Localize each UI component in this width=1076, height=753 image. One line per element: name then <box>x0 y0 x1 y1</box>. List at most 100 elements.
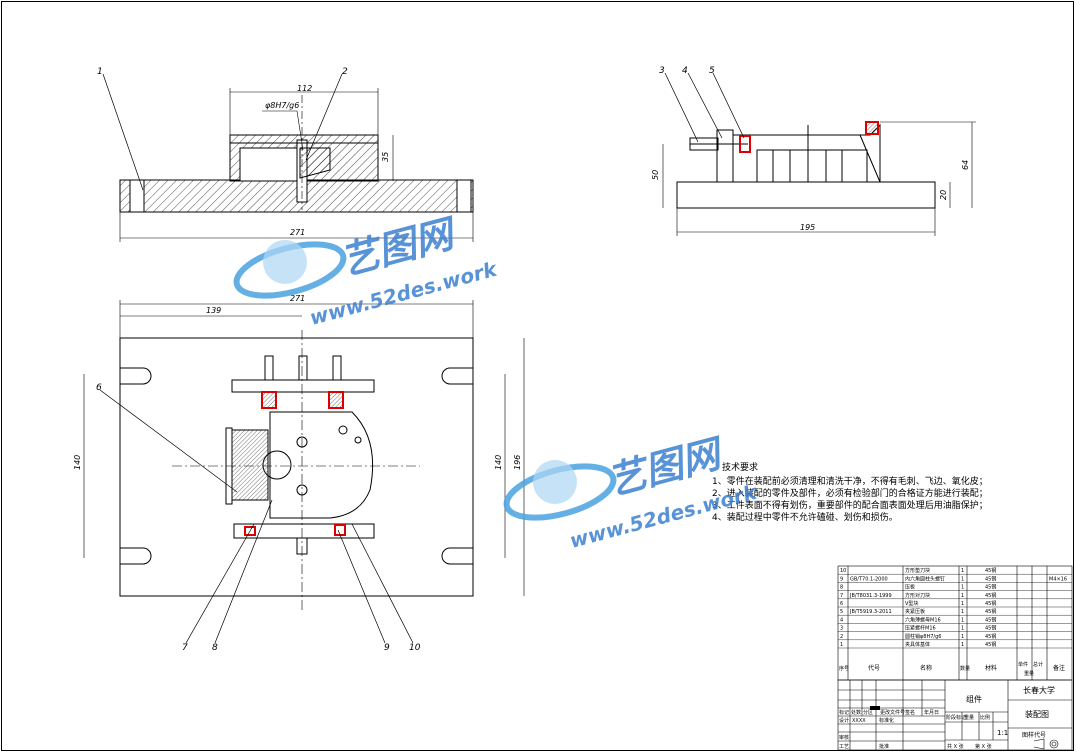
bom-cell-name: 内六角圆柱头螺钉 <box>905 575 945 582</box>
dim-64: 64 <box>961 160 970 170</box>
bom-cell-qty: 1 <box>961 576 964 582</box>
bom-cell-code: GB/T70.1-2000 <box>850 576 888 582</box>
bom-cell-qty: 1 <box>961 626 964 632</box>
dim-140-right: 140 <box>494 455 503 470</box>
bom-cell-qty: 1 <box>961 642 964 648</box>
dim-271-front: 271 <box>290 228 305 237</box>
balloon-8: 8 <box>212 643 218 653</box>
bom-cell-qty: 1 <box>961 593 964 599</box>
plan-base <box>119 337 474 597</box>
bom-cell-material: 45钢 <box>985 600 996 607</box>
bom-cell-no: 1 <box>840 642 843 648</box>
bom-cell-qty: 1 <box>961 617 964 623</box>
bom-cell-material: 45钢 <box>985 592 996 599</box>
dim-196: 196 <box>513 455 522 470</box>
bom-cell-qty: 1 <box>961 585 964 591</box>
tech-item-4: 4、装配过程中零件不允许磕碰、划伤和损伤。 <box>712 511 898 523</box>
bom-cell-material: 45钢 <box>985 641 996 648</box>
bom-cell-note: M4×16 <box>1049 576 1067 582</box>
left-slot <box>129 179 145 213</box>
balloon-2: 2 <box>342 67 348 77</box>
tb-sign: 签名 <box>905 709 915 716</box>
front-view <box>102 73 474 242</box>
bom-cell-no: 8 <box>840 585 843 591</box>
tb-standardize: 标准化 <box>879 717 894 724</box>
tb-drawing-no-label: 图样代号 <box>1022 731 1046 739</box>
bom-cell-name: 方形对刀块 <box>905 592 930 599</box>
tb-sheets-total: 共 X 张 <box>947 743 964 750</box>
tb-company: 长春大学 <box>1023 685 1055 695</box>
bom-cell-qty: 1 <box>961 568 964 574</box>
body-cavity <box>239 147 301 182</box>
tb-process: 工艺 <box>839 744 849 750</box>
tb-zone: 分区 <box>863 709 873 716</box>
tech-requirements: 技术要求 1、零件在装配前必须清理和清洗干净，不得有毛刺、飞边、氧化皮； 2、进… <box>712 461 988 523</box>
tech-item-2: 2、进入装配的零件及部件，必须有检验部门的合格证方能进行装配； <box>712 487 988 499</box>
bom-cell-material: 45钢 <box>985 633 996 640</box>
bom-cell-code: JB/T8031.3-1999 <box>849 593 892 599</box>
projection-symbol-icon <box>1033 738 1059 750</box>
bom-cell-no: 9 <box>840 576 843 582</box>
dim-20: 20 <box>939 190 948 200</box>
bom-header-weight: 重量 <box>1024 670 1034 677</box>
bom-header-name: 名称 <box>920 664 932 672</box>
balloon-1: 1 <box>97 67 103 77</box>
bom-cell-material: 45钢 <box>985 575 996 582</box>
dim-140-left: 140 <box>73 455 82 470</box>
bom-cell-qty: 1 <box>961 634 964 640</box>
balloon-5: 5 <box>709 66 715 76</box>
bom-cell-no: 6 <box>840 601 843 607</box>
tb-count: 处数 <box>851 709 861 716</box>
bom-cell-material: 45钢 <box>985 625 996 632</box>
tb-scale: 1:1 <box>997 729 1008 737</box>
bom-cell-name: 夹具体基体 <box>905 641 930 648</box>
dim-35: 35 <box>381 152 390 162</box>
bom-cell-name: 压紧螺杆M16 <box>905 625 936 632</box>
side-base <box>676 181 936 209</box>
tb-review: 审核 <box>839 734 849 741</box>
bom-cell-no: 4 <box>840 617 843 623</box>
tb-ratio: 比例 <box>980 714 990 721</box>
bom-header-no: 序号 <box>839 665 849 672</box>
balloon-4: 4 <box>682 66 688 76</box>
bom-header-unit: 单件 <box>1018 661 1028 668</box>
tb-date: 年月日 <box>924 709 939 716</box>
tb-mark: 标记 <box>839 709 849 716</box>
tb-approve: 批准 <box>879 743 889 750</box>
bom-header-code: 代号 <box>868 664 880 672</box>
tb-material-mark: 组件 <box>966 694 982 704</box>
tb-weight: 重量 <box>964 714 974 721</box>
bom-cell-name: 夹紧压板 <box>905 608 925 615</box>
bom-cell-name: 方形垫刀块 <box>905 567 930 574</box>
plan-view <box>83 300 525 644</box>
balloon-6: 6 <box>96 383 102 393</box>
tb-design-name: XXXX <box>852 718 866 724</box>
title-block <box>837 679 1073 751</box>
bom-cell-material: 45钢 <box>985 608 996 615</box>
bom-cell-qty: 1 <box>961 609 964 615</box>
bom-cell-no: 10 <box>840 568 846 574</box>
bom-cell-material: 45钢 <box>985 567 996 574</box>
tech-item-3: 3、工件表面不得有划伤，重要部件的配合面表面处理后用油脂保护； <box>712 499 988 511</box>
bom-header-note: 备注 <box>1053 664 1065 672</box>
dim-139: 139 <box>206 306 221 315</box>
bom-cell-no: 3 <box>840 626 843 632</box>
dim-195: 195 <box>800 223 815 232</box>
watermark-1: 艺图网 www.52des.work <box>233 210 501 330</box>
right-slot <box>456 179 472 213</box>
bom-cell-name: V型块 <box>905 600 918 607</box>
bom-rows: 10 方形垫刀块 1 45钢 9 GB/T70.1-2000 内六角圆柱头螺钉 1 45钢 M4×… <box>838 567 1072 677</box>
tb-drawing-name: 装配图 <box>1025 709 1049 719</box>
bom-cell-name: 六角薄螺母M16 <box>905 616 941 623</box>
balloon-10: 10 <box>409 643 421 653</box>
bom-header-material: 材料 <box>985 664 997 672</box>
bom-cell-no: 5 <box>840 609 843 615</box>
bom-cell-material: 45钢 <box>985 584 996 591</box>
tech-title: 技术要求 <box>722 461 758 473</box>
dim-50: 50 <box>651 170 660 180</box>
bom-header-qty: 数量 <box>960 665 970 672</box>
tb-change-doc: 更改文件号 <box>880 709 905 716</box>
bom-cell-material: 45钢 <box>985 616 996 623</box>
